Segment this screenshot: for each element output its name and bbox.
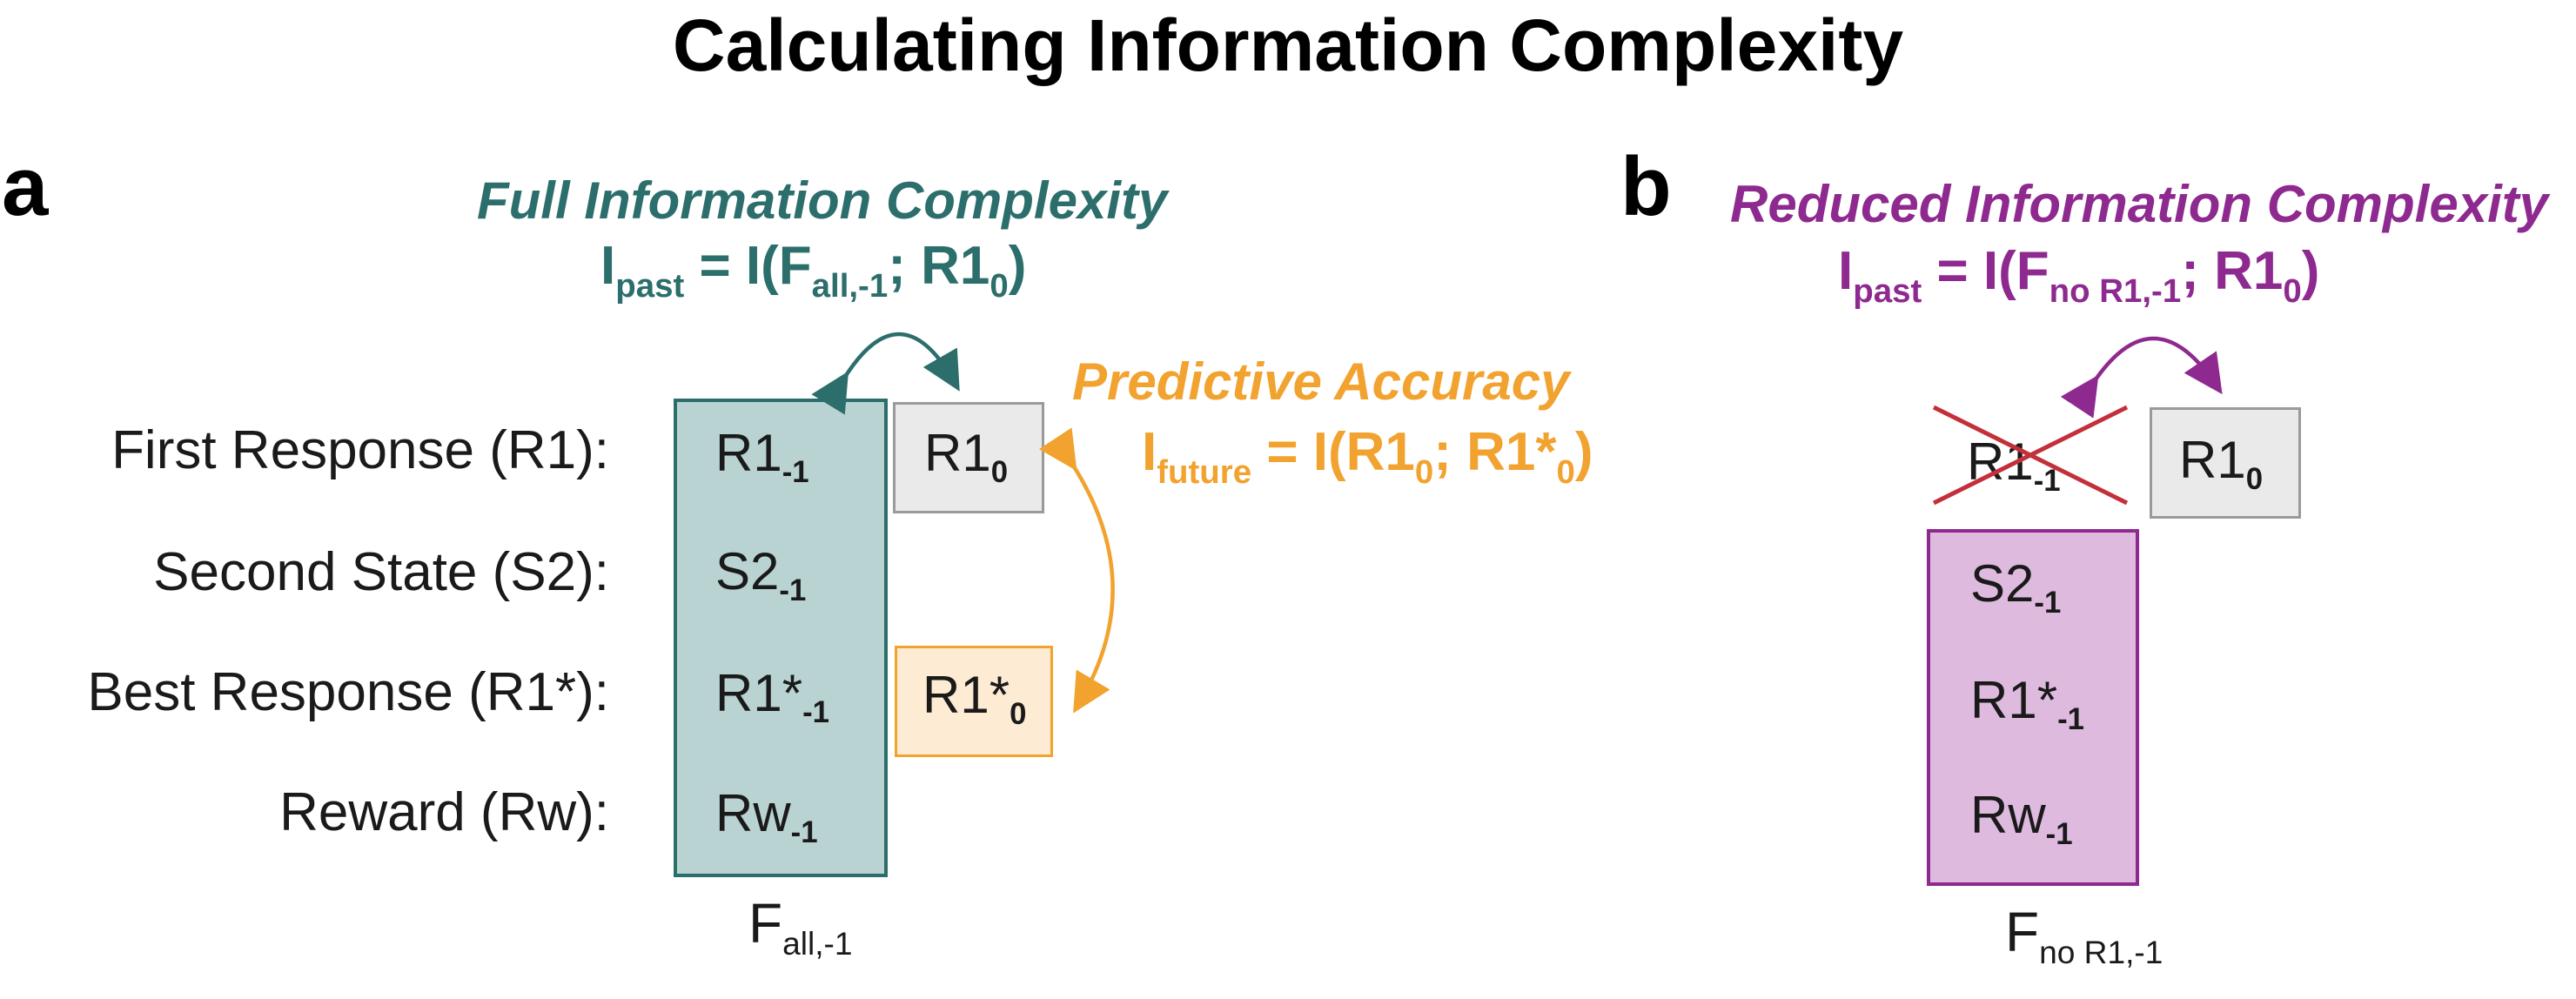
past-cell-rw: Rw-1 bbox=[715, 784, 818, 850]
reduced-cell-r1-star: R1*-1 bbox=[1970, 671, 2085, 737]
reduced-features-box bbox=[1927, 529, 2139, 886]
teal-bidirectional-arrow bbox=[811, 332, 960, 415]
past-cell-s2: S2-1 bbox=[715, 542, 807, 608]
best-cell-r1-star: R1*0 bbox=[922, 666, 1027, 732]
purple-bidirectional-arrow bbox=[2060, 336, 2223, 419]
panel-a-formula: Ipast = I(Fall,-1; R10) bbox=[600, 236, 1027, 305]
reduced-cell-s2: S2-1 bbox=[1970, 554, 2062, 620]
panel-b-letter: b bbox=[1620, 140, 1672, 233]
row-label-first-response: First Response (R1): bbox=[111, 420, 609, 480]
row-label-reward: Reward (Rw): bbox=[279, 782, 609, 842]
row-label-second-state: Second State (S2): bbox=[153, 542, 609, 602]
reduced-current-cell-r1: R10 bbox=[2179, 431, 2264, 497]
panel-a-letter: a bbox=[2, 140, 49, 233]
current-cell-r1: R10 bbox=[924, 424, 1009, 490]
panel-b-formula: Ipast = I(Fno R1,-1; R10) bbox=[1838, 241, 2320, 310]
past-features-label: Fall,-1 bbox=[748, 892, 853, 962]
reduced-cell-rw: Rw-1 bbox=[1970, 786, 2073, 852]
reduced-features-label: Fno R1,-1 bbox=[2005, 901, 2163, 971]
figure-title: Calculating Information Complexity bbox=[672, 4, 1904, 86]
predictive-accuracy-heading: Predictive Accuracy bbox=[1072, 352, 1570, 411]
past-cell-r1: R1-1 bbox=[715, 424, 809, 490]
predictive-accuracy-formula: Ifuture = I(R10; R1*0) bbox=[1142, 422, 1593, 491]
orange-bidirectional-arrow bbox=[1038, 427, 1115, 714]
past-features-box bbox=[674, 399, 888, 877]
reduced-current-response-box bbox=[2150, 407, 2301, 519]
current-response-box bbox=[893, 402, 1044, 513]
past-cell-r1-star: R1*-1 bbox=[715, 664, 830, 730]
cross-out-line-2 bbox=[1932, 405, 2129, 506]
row-label-best-response: Best Response (R1*): bbox=[87, 662, 609, 722]
panel-b-heading: Reduced Information Complexity bbox=[1730, 175, 2549, 233]
best-response-box bbox=[895, 646, 1053, 757]
panel-a-heading: Full Information Complexity bbox=[477, 171, 1168, 230]
